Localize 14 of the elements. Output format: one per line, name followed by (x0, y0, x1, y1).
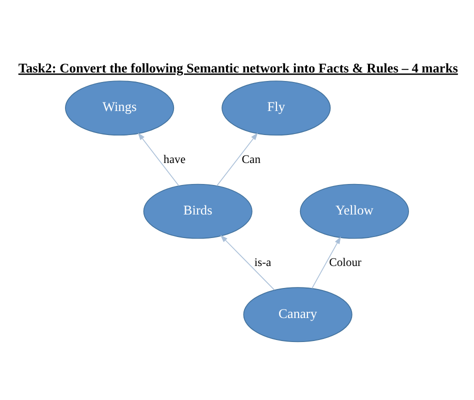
edge-label: Colour (329, 256, 362, 269)
node-ellipse: Wings (65, 80, 174, 136)
diagram-title: Task2: Convert the following Semantic network into Facts & Rules – 4 marks (18, 60, 458, 75)
arrow (138, 132, 180, 186)
arrow (216, 132, 258, 186)
edge-label: have (164, 152, 186, 166)
arrow (312, 236, 341, 288)
arrow (220, 234, 275, 290)
edge-label: Can (242, 152, 261, 166)
node-ellipse: Birds (143, 183, 252, 238)
node-ellipse: Canary (243, 286, 352, 342)
node-ellipse: Yellow (300, 183, 409, 238)
edge-label: is-a (254, 256, 272, 269)
node-ellipse: Fly (222, 80, 331, 136)
